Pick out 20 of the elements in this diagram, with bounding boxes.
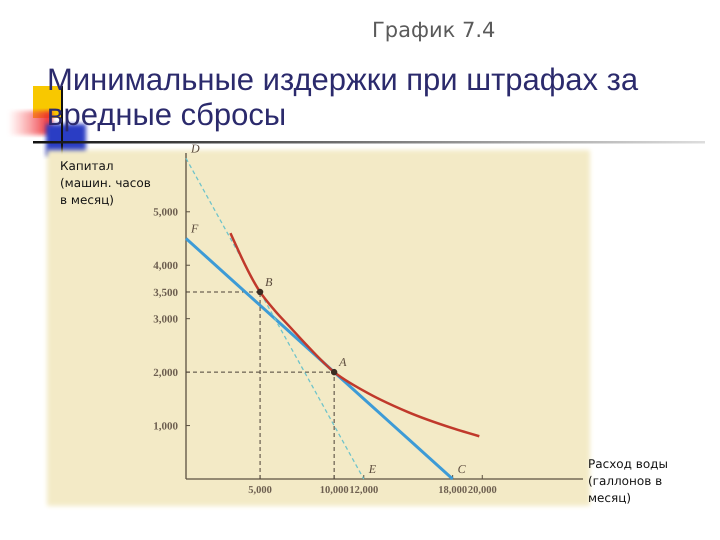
point-label: B [265,274,272,289]
tick-label: 20,000 [468,485,497,496]
tick-label: 3,500 [153,286,178,299]
tick-label: 3,000 [153,314,178,326]
tick-label: 5,000 [248,485,272,496]
point-label: E [368,462,376,476]
tick-label: 12,000 [349,485,378,496]
axis-title: Капитал (машин. часов в месяц) [60,158,152,209]
point-label: F [191,222,198,236]
point-label: C [458,462,466,476]
tick-label: 5,000 [153,206,178,219]
figure-number: График 7.4 [372,17,496,43]
tick-label: 10,000 [320,485,349,496]
axis-title: Расход воды (галлонов в месяц) [588,456,669,507]
tick-label: 1,000 [153,420,178,432]
tick-label: 2,000 [153,366,178,379]
tick-label: 18,000 [438,485,468,496]
point-label: A [339,355,346,370]
tick-label: 4,000 [153,260,178,272]
point-label: D [191,141,200,156]
